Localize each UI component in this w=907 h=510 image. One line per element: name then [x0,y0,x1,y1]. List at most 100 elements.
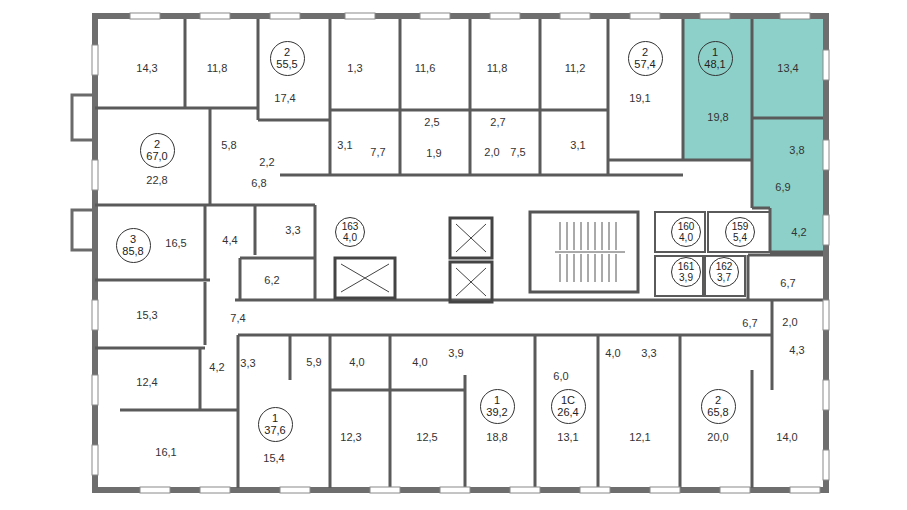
room-area: 3,8 [789,144,804,156]
room-area: 3,1 [570,139,585,151]
unit-number: 3 [130,233,136,245]
room-area: 5,9 [306,356,321,368]
room-area: 7,5 [510,146,525,158]
room-area: 2,5 [424,116,439,128]
room-area: 12,4 [136,376,157,388]
room-area: 12,3 [340,431,361,443]
apartment-badge: 255,5 [270,41,305,76]
apartment-badge: 139,2 [480,389,515,424]
room-area: 6,2 [264,274,279,286]
room-area: 14,3 [136,62,157,74]
storage-badge: 1634,0 [335,217,365,247]
room-area: 12,1 [629,431,650,443]
room-area: 20,0 [707,431,728,443]
room-area: 14,0 [776,431,797,443]
storage-badge: 1623,7 [709,257,739,287]
room-area: 6,8 [251,177,266,189]
window [92,13,829,493]
room-area: 7,4 [230,312,245,324]
room-area: 3,3 [641,347,656,359]
area-value: 55,5 [276,58,297,70]
area-value: 26,4 [557,406,578,418]
area-value: 3,9 [679,272,693,283]
room-area: 6,9 [775,181,790,193]
room-area: 15,3 [136,309,157,321]
outer-wall [95,16,826,490]
area-value: 48,1 [704,58,725,70]
room-area: 15,4 [263,452,284,464]
room-area: 11,8 [207,62,228,74]
apartment-badge: 267,0 [140,133,175,168]
area-value: 37,6 [264,424,285,436]
area-value: 3,7 [717,272,731,283]
room-area: 1,3 [347,62,362,74]
area-value: 39,2 [486,406,507,418]
room-area: 6,0 [553,370,568,382]
unit-number: 1 [712,46,718,58]
unit-number: 160 [678,221,695,232]
unit-number: 1 [494,394,500,406]
room-area: 3,3 [240,357,255,369]
storage-badge: 1595,4 [725,217,755,247]
room-area: 13,1 [557,431,578,443]
room-area: 4,0 [412,356,427,368]
room-area: 2,0 [782,316,797,328]
room-area: 11,8 [487,62,508,74]
unit-number: 1 [272,412,278,424]
area-value: 5,4 [733,232,747,243]
storage-badge: 1604,0 [671,217,701,247]
storage-room [655,212,770,296]
apartment-badge: 148,1 [698,41,733,76]
room-area: 2,0 [484,146,499,158]
area-value: 67,0 [146,150,167,162]
room-area: 17,4 [274,92,295,104]
apartment-badge: 1С26,4 [551,389,586,424]
room-area: 6,7 [742,317,757,329]
area-value: 65,8 [707,406,728,418]
room-area: 4,0 [605,347,620,359]
room-area: 4,2 [791,226,806,238]
room-area: 16,5 [165,237,186,249]
room-area: 19,8 [707,111,728,123]
room-area: 16,1 [155,446,176,458]
room-area: 11,6 [415,62,436,74]
room-area: 3,3 [285,224,300,236]
room-area: 3,1 [337,139,352,151]
room-area: 4,3 [789,344,804,356]
unit-number: 2 [154,138,160,150]
room-area: 6,7 [780,277,795,289]
unit-number: 162 [716,261,733,272]
room-area: 18,8 [486,431,507,443]
room-area: 2,2 [259,156,274,168]
area-value: 57,4 [634,58,655,70]
room-area: 12,5 [416,431,437,443]
storage-badge: 1613,9 [671,257,701,287]
room-area: 13,4 [777,62,798,74]
unit-number: 2 [284,46,290,58]
room-area: 4,4 [222,234,237,246]
area-value: 4,0 [343,232,357,243]
room-area: 4,0 [349,356,364,368]
room-area: 4,2 [209,361,224,373]
unit-number: 159 [732,221,749,232]
room-area: 5,8 [221,139,236,151]
area-value: 85,8 [122,245,143,257]
elevator-shaft [335,218,492,302]
room-area: 2,7 [490,116,505,128]
apartment-badge: 137,6 [258,407,293,442]
apartment-badge: 385,8 [116,228,151,263]
room-area: 1,9 [426,147,441,159]
unit-number: 1С [561,394,575,406]
staircase [530,212,638,292]
area-value: 4,0 [679,232,693,243]
room-area: 7,7 [370,146,385,158]
apartment-badge: 265,8 [701,389,736,424]
unit-number: 2 [715,394,721,406]
unit-number: 161 [678,261,695,272]
room-area: 11,2 [565,62,586,74]
room-area: 22,8 [146,174,167,186]
unit-number: 163 [342,221,359,232]
unit-number: 2 [642,46,648,58]
room-area: 3,9 [448,347,463,359]
room-area: 19,1 [629,92,650,104]
